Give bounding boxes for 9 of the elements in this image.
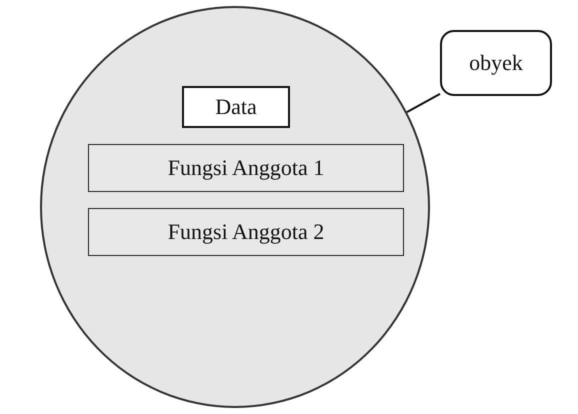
member-label: Data bbox=[215, 94, 257, 120]
member-label: Fungsi Anggota 1 bbox=[168, 155, 324, 181]
member-label: Fungsi Anggota 2 bbox=[168, 219, 324, 245]
member-box bbox=[88, 144, 404, 192]
member-box bbox=[88, 208, 404, 256]
callout-text: obyek bbox=[469, 50, 523, 76]
callout-bubble bbox=[440, 30, 552, 96]
data-box bbox=[182, 86, 290, 128]
callout-tail bbox=[406, 93, 440, 114]
